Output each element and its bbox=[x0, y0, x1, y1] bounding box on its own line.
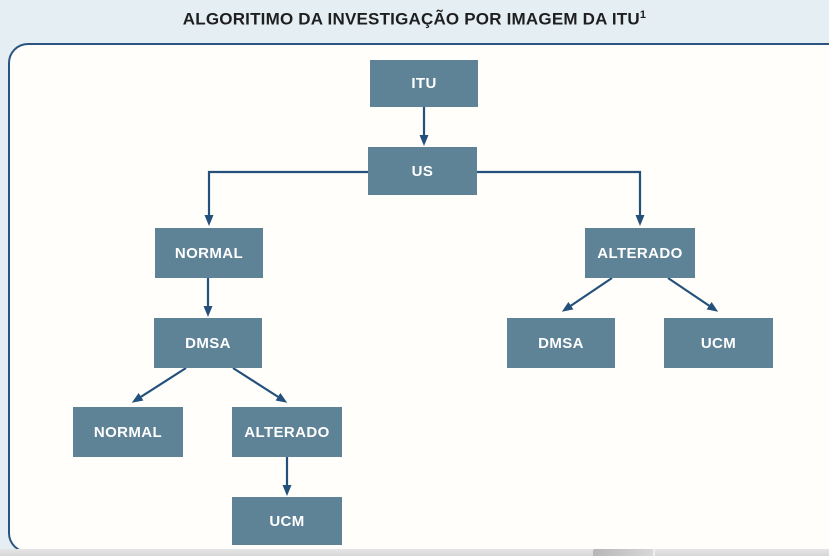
node-us-alterado: ALTERADO bbox=[585, 228, 695, 278]
page-curl-seam bbox=[653, 549, 655, 556]
node-normal-dmsa: DMSA bbox=[154, 318, 262, 368]
page-curl-shade bbox=[593, 549, 653, 556]
node-us: US bbox=[368, 147, 477, 195]
edge-dmsa-alterado bbox=[232, 367, 288, 403]
page-edge-strip bbox=[0, 549, 829, 556]
node-dmsa-normal: NORMAL bbox=[73, 407, 183, 457]
figure-title-text: ALGORITIMO DA INVESTIGAÇÃO POR IMAGEM DA… bbox=[182, 9, 640, 29]
node-alterado-dmsa: DMSA bbox=[507, 318, 615, 368]
node-dmsa-alterado: ALTERADO bbox=[232, 407, 342, 457]
edge-us-alterado bbox=[477, 170, 645, 226]
flowchart-panel bbox=[8, 43, 829, 553]
figure-title-superscript: 1 bbox=[639, 9, 647, 21]
edge-alterado-ucm bbox=[667, 277, 719, 312]
node-dmsa-alterado-ucm: UCM bbox=[232, 497, 342, 545]
edge-alterado-dmsa bbox=[561, 277, 613, 312]
node-itu: ITU bbox=[370, 60, 478, 107]
figure-title: ALGORITIMO DA INVESTIGAÇÃO POR IMAGEM DA… bbox=[0, 9, 829, 30]
edge-dmsa-normal bbox=[131, 367, 187, 403]
node-us-normal: NORMAL bbox=[155, 228, 263, 278]
node-alterado-ucm: UCM bbox=[664, 318, 773, 368]
edge-us-normal bbox=[204, 170, 368, 226]
